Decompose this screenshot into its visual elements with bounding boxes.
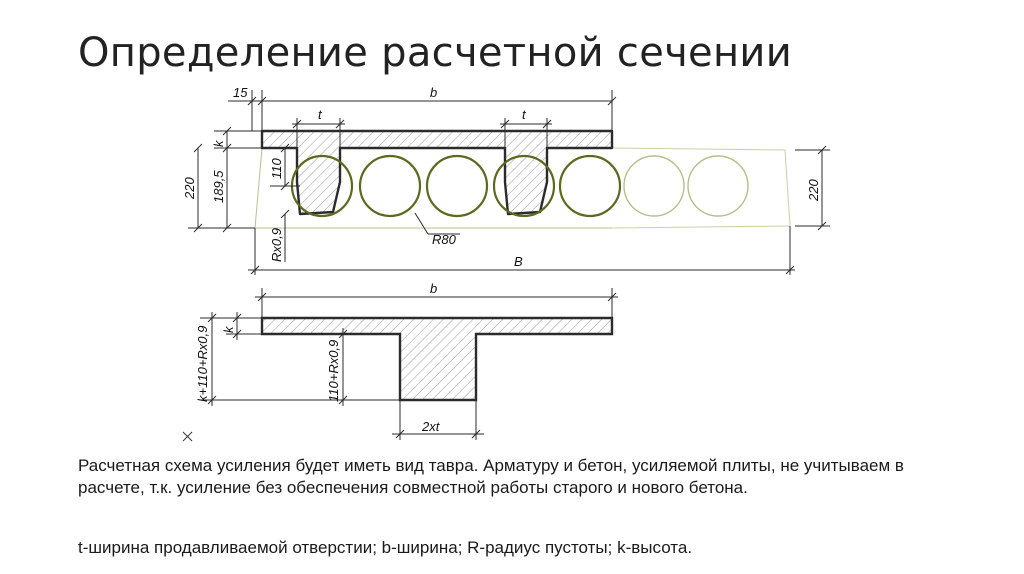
void-circle-2	[358, 154, 422, 218]
void-circle-3	[425, 154, 489, 218]
dim-label-t-left: t	[318, 107, 323, 122]
dimensions-top	[188, 90, 830, 275]
dim-label-r80: R80	[432, 232, 457, 247]
slab-outline-extension	[611, 147, 791, 229]
dim-label-220-right: 220	[806, 179, 821, 202]
dim-label-k-110-rx09: k+110+Rx0,9	[195, 326, 210, 402]
slide-title: Определение расчетной сечении	[78, 30, 793, 76]
slab-left-edge	[254, 147, 263, 229]
dim-label-t-right: t	[522, 107, 527, 122]
void-circle-7	[687, 155, 749, 217]
dim-label-2xt: 2xt	[421, 419, 441, 434]
t-section-shape	[260, 316, 614, 402]
cross-marker	[182, 431, 193, 442]
dim-label-189-5: 189,5	[211, 170, 226, 203]
description-paragraph: Расчетная схема усиления будет иметь вид…	[78, 456, 904, 497]
void-circle-5	[558, 154, 622, 218]
dim-label-b-total: B	[514, 254, 523, 269]
dim-label-b-top: b	[430, 85, 437, 100]
dim-label-110-rx09: 110+Rx0,9	[326, 340, 341, 402]
dim-label-b-bottom: b	[430, 281, 437, 296]
dimensions-bottom	[200, 288, 618, 440]
slab-section	[254, 129, 791, 229]
t-section	[260, 316, 614, 402]
dim-label-110: 110	[269, 158, 284, 179]
void-circle-4	[492, 154, 556, 218]
dim-label-220-left: 220	[182, 177, 197, 200]
dim-label-rx0-9: Rx0,9	[269, 228, 284, 262]
dim-label-k-top: k	[211, 139, 226, 147]
dim-label-15: 15	[233, 85, 248, 100]
reinforcement-hatched	[260, 129, 614, 216]
void-circle-6	[623, 155, 685, 217]
legend-paragraph: t-ширина продавливаемой отверстии; b-шир…	[78, 538, 693, 557]
dim-label-k-bottom: k	[221, 325, 236, 333]
